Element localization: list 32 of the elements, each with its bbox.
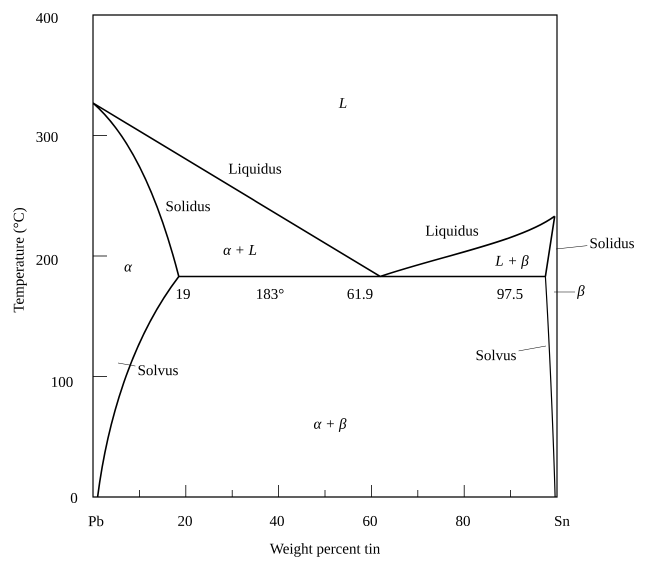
phase-label: α xyxy=(124,264,132,272)
phase-label: β xyxy=(577,285,585,299)
tick-label: 20 xyxy=(178,516,192,526)
composition-label: 19 xyxy=(176,288,190,300)
axis-label: Pb xyxy=(88,516,104,526)
tick-label: 200 xyxy=(36,254,58,266)
curve-label: Solvus xyxy=(138,364,178,376)
curve-label: Solidus xyxy=(590,238,634,248)
curve-label: Solidus xyxy=(166,200,210,212)
axis-title: Weight percent tin xyxy=(270,543,380,557)
composition-label: 61.9 xyxy=(348,288,372,300)
axis-label: Sn xyxy=(555,516,570,526)
curve-label: Solvus xyxy=(476,350,516,360)
tick-label: 80 xyxy=(456,516,470,526)
tick-label: 100 xyxy=(52,376,73,388)
temperature-label: 183° xyxy=(257,288,284,300)
axis-title: Temperature (°C) xyxy=(13,208,27,312)
tick-label: 0 xyxy=(70,492,78,504)
composition-label: 97.5 xyxy=(497,288,523,300)
phase-label: α + β xyxy=(314,418,346,432)
tick-label: 400 xyxy=(36,12,58,24)
leader-line xyxy=(556,245,588,250)
phase-label: α + L xyxy=(224,245,256,255)
phase-label: L xyxy=(338,98,346,108)
phase-label: L + β xyxy=(495,255,529,269)
tick-label: 60 xyxy=(363,516,377,526)
tick-label: 300 xyxy=(36,132,58,142)
tick-label: 40 xyxy=(270,516,284,526)
curve-label: Liquidus xyxy=(426,225,478,239)
leader-line xyxy=(118,362,136,366)
curve-label: Liquidus xyxy=(228,163,282,177)
leader-line xyxy=(518,346,546,352)
